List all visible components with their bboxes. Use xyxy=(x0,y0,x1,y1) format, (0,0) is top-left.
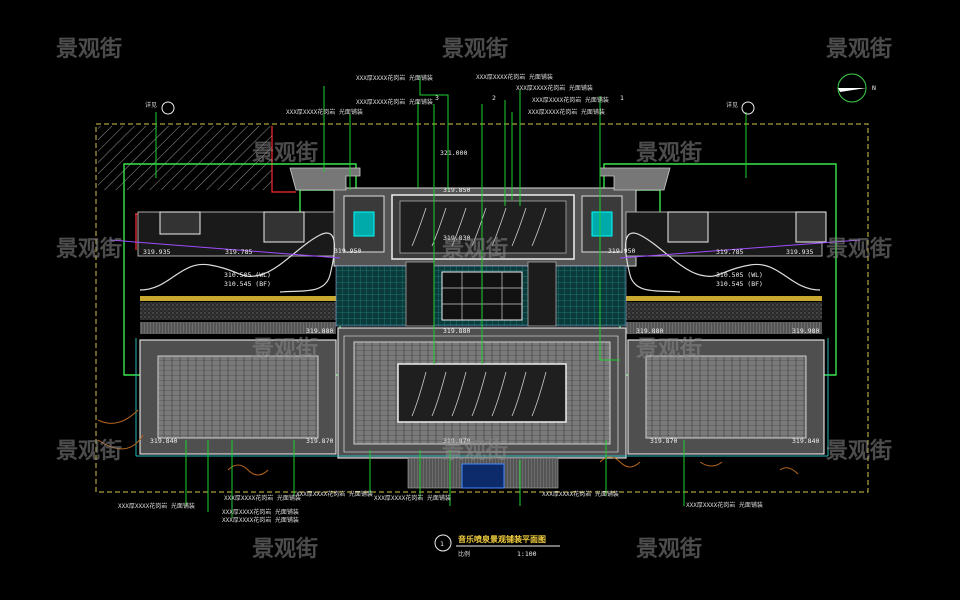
drawing-title: 音乐喷泉景观铺装平面图 xyxy=(458,534,546,544)
svg-text:景观街: 景观街 xyxy=(826,236,892,262)
elev-center-mid: 319.880 xyxy=(443,327,470,335)
leader-lines xyxy=(155,76,747,518)
fountain-strokes-top xyxy=(411,207,547,247)
elev-left-b: 319.785 xyxy=(225,248,252,256)
svg-text:景观街: 景观街 xyxy=(56,236,122,262)
top-wall-right xyxy=(599,167,671,191)
elev-bottom-right: 319.870 xyxy=(650,437,677,445)
center-path-left xyxy=(405,261,435,327)
watermark-layer: 景观街 景观街 景观街 景观街 景观街 景观街 景观街 景观街 景观街 景观街 … xyxy=(56,36,892,562)
elev-right-a: 319.785 xyxy=(716,248,743,256)
left-stripe xyxy=(140,322,336,334)
detail-callout-left: 详见 xyxy=(145,101,175,115)
svg-text:景观街: 景观街 xyxy=(56,438,122,464)
right-band xyxy=(626,296,822,301)
left-band xyxy=(140,296,336,301)
elev-left-bf: 310.545 (BF) xyxy=(224,280,271,288)
svg-text:景观街: 景观街 xyxy=(442,438,508,464)
fountain-strokes-bottom xyxy=(411,371,547,417)
left-gravel xyxy=(140,302,336,320)
right-stripe xyxy=(626,322,822,334)
center-path-right xyxy=(527,261,557,327)
bottom-center-fountain xyxy=(397,363,567,423)
section-mark-1: 1 xyxy=(620,94,624,102)
top-label-6: XXX厚XXXX花岗岩 光面铺装 xyxy=(286,108,363,116)
detail-number: 1 xyxy=(440,540,444,548)
svg-text:景观街: 景观街 xyxy=(636,536,702,562)
svg-text:详见: 详见 xyxy=(726,101,738,109)
top-label-5: XXX厚XXXX花岗岩 光面铺装 xyxy=(532,96,609,104)
elev-right-wl: 310.505 (WL) xyxy=(716,271,763,279)
svg-text:详见: 详见 xyxy=(145,101,157,109)
left-pavilion-core xyxy=(353,211,375,237)
north-label: N xyxy=(872,84,876,92)
right-stair2 xyxy=(795,211,827,243)
hatched-building-area xyxy=(98,126,272,190)
svg-text:景观街: 景观街 xyxy=(252,336,318,362)
bottom-label-6: XXX厚XXXX花岗岩 光面铺装 xyxy=(374,494,451,502)
bottom-left-pool-inner xyxy=(157,355,319,439)
left-stair2 xyxy=(263,211,305,243)
cyan-outline xyxy=(135,338,829,457)
elevation-top: 321.000 xyxy=(440,149,467,157)
bottom-label-4: XXX厚XXXX花岗岩 光面铺装 xyxy=(222,516,299,524)
right-gravel xyxy=(626,302,822,320)
bottom-label-2: XXX厚XXXX花岗岩 光面铺装 xyxy=(224,494,301,502)
drawing-scale: 1:100 xyxy=(517,550,537,558)
svg-text:景观街: 景观街 xyxy=(826,36,892,62)
section-mark-3: 3 xyxy=(435,94,439,102)
svg-text:景观街: 景观街 xyxy=(826,438,892,464)
left-stair xyxy=(159,211,201,235)
elev-right-b: 319.935 xyxy=(786,248,813,256)
top-label-4: XXX厚XXXX花岗岩 光面铺装 xyxy=(356,98,433,106)
drawing-title-block: 1 音乐喷泉景观铺装平面图 比例 1:100 xyxy=(434,534,560,558)
elev-right-lf: 319.950 xyxy=(608,247,635,255)
bottom-label-8: XXX厚XXXX花岗岩 光面铺装 xyxy=(686,501,763,509)
elev-left-lf: 319.950 xyxy=(334,247,361,255)
tree-scribbles xyxy=(97,409,799,476)
svg-text:景观街: 景观街 xyxy=(636,140,702,166)
right-terrace xyxy=(625,211,823,257)
bottom-label-7: XXX厚XXXX花岗岩 光面铺装 xyxy=(542,490,619,498)
bottom-label-3: XXX厚XXXX花岗岩 光面铺装 xyxy=(222,508,299,516)
bottom-right-pool-inner xyxy=(645,355,807,439)
bottom-label-1: XXX厚XXXX花岗岩 光面铺装 xyxy=(118,502,195,510)
top-label-7: XXX厚XXXX花岗岩 光面铺装 xyxy=(528,108,605,116)
svg-text:景观街: 景观街 xyxy=(442,236,508,262)
elev-left-wl: 310.505 (WL) xyxy=(224,271,271,279)
purple-line xyxy=(109,239,861,259)
elev-bottom-right2: 319.840 xyxy=(792,437,819,445)
svg-text:景观街: 景观街 xyxy=(252,140,318,166)
elev-bottom-left: 319.840 xyxy=(150,437,177,445)
top-label-1: XXX厚XXXX花岗岩 光面铺装 xyxy=(356,74,433,82)
entrance-blue xyxy=(461,463,505,489)
elev-bottom-center: 319.870 xyxy=(443,437,470,445)
elev-top-center: 319.850 xyxy=(443,186,470,194)
scale-prefix: 比例 xyxy=(458,550,470,558)
elev-bottom-left2: 319.870 xyxy=(306,437,333,445)
elev-left-a: 319.935 xyxy=(143,248,170,256)
svg-text:景观街: 景观街 xyxy=(636,336,702,362)
svg-text:景观街: 景观街 xyxy=(442,36,508,62)
top-pool-inner xyxy=(399,200,567,254)
water-curves xyxy=(139,232,821,293)
elev-right-bf: 310.545 (BF) xyxy=(716,280,763,288)
top-label-3: XXX厚XXXX花岗岩 光面铺装 xyxy=(516,84,593,92)
top-label-2: XXX厚XXXX花岗岩 光面铺装 xyxy=(476,73,553,81)
svg-text:景观街: 景观街 xyxy=(56,36,122,62)
right-stair xyxy=(667,211,709,243)
bottom-label-5: XXX厚XXXX花岗岩 光面铺装 xyxy=(296,490,373,498)
elev-inner-center: 319.830 xyxy=(443,234,470,242)
elev-left-mid: 319.880 xyxy=(306,327,333,335)
north-arrow-icon xyxy=(837,73,867,103)
bottom-center-frame xyxy=(343,335,619,453)
top-wall-left xyxy=(289,167,361,191)
right-pavilion-core xyxy=(591,211,613,237)
detail-callout-right: 详见 xyxy=(726,101,755,115)
elev-right-mid: 319.880 xyxy=(636,327,663,335)
svg-text:景观街: 景观街 xyxy=(252,536,318,562)
section-mark-2: 2 xyxy=(492,94,496,102)
elev-right-end: 319.980 xyxy=(792,327,819,335)
